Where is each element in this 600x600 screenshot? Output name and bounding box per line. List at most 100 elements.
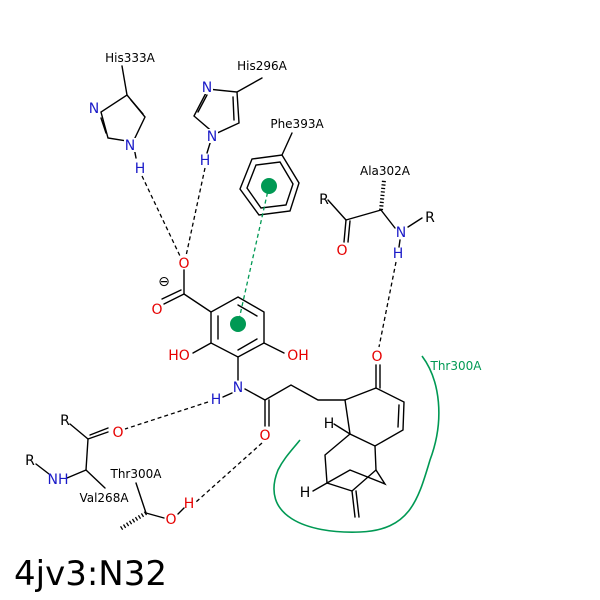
carboxyl-bond: [183, 293, 212, 313]
carboxyl-o2-bond: [163, 293, 185, 305]
ligand: O O ⊖ HO OH N H O O H H: [151, 256, 405, 518]
oh-left-bond: [192, 342, 212, 354]
ring-h2-bond: [312, 482, 328, 492]
his333-n1-bg: [88, 101, 100, 115]
val268-nh: NH: [48, 472, 69, 488]
ligand-ring-double-2: [237, 338, 258, 351]
bridge-ring-b: [326, 469, 387, 486]
his296-h: H: [200, 153, 211, 169]
his333-double-bond-2: [100, 117, 107, 134]
ala302-hashed-wedge: [379, 179, 386, 211]
ala302-r1-bond: [327, 199, 347, 221]
his296-n1: N: [202, 80, 212, 96]
hbond-thr300: [195, 442, 263, 503]
hbond-his333: [141, 175, 181, 257]
val268-co-double: [89, 427, 109, 436]
val268-r2-bond: [35, 463, 50, 475]
val268-co-bond: [87, 431, 109, 440]
phe393-side-chain-bond: [281, 132, 293, 156]
ala302-n-r2-bond: [407, 217, 423, 228]
his333-residue: His333A N N H: [88, 51, 156, 177]
bridge-ring-a: [324, 433, 377, 492]
val268-c-ca-bond: [85, 438, 89, 471]
val268-r1-bond: [69, 423, 89, 440]
hydroxyl-right: OH: [287, 348, 309, 364]
amide-n-c-bond: [244, 388, 266, 401]
ala302-c-ca-bond: [345, 209, 382, 221]
his333-n2-bg: [124, 138, 136, 152]
his333-label: His333A: [105, 51, 156, 65]
amide-n: N: [233, 380, 243, 396]
ala302-h: H: [393, 246, 404, 262]
his296-label: His296A: [237, 59, 288, 73]
hydrogen-bonds: [124, 167, 397, 503]
phe393-label: Phe393A: [270, 117, 324, 131]
thr300-h: H: [184, 496, 195, 512]
his296-n2: N: [207, 129, 217, 145]
ala302-o: O: [336, 243, 347, 259]
val268-ca-n-bond: [66, 469, 87, 479]
val268-side-chain: [85, 469, 106, 489]
negative-charge: ⊖: [158, 274, 170, 290]
hydrophobic-contact-thr300: Thr300A: [273, 355, 483, 533]
val268-r2: R: [25, 453, 35, 469]
val268-o: O: [112, 425, 123, 441]
oh-right-bond: [263, 342, 285, 354]
thr300-co-bond: [145, 512, 165, 519]
his333-h: H: [135, 161, 146, 177]
thr300-label: Thr300A: [110, 467, 163, 481]
amide-nh-bond: [222, 392, 233, 398]
his296-residue: His296A N N H: [193, 59, 288, 169]
val268-r1: R: [60, 413, 70, 429]
his296-n2-bg: [206, 129, 218, 143]
his333-n1: N: [89, 101, 99, 117]
ala302-co-double: [347, 220, 351, 243]
his333-n2: N: [125, 138, 135, 154]
hbond-ala302: [378, 261, 397, 348]
cyclohexenone-double: [397, 404, 400, 428]
hydroxyl-left: HO: [168, 348, 190, 364]
his296-imidazole-ring: [193, 88, 240, 135]
ala302-r1: R: [319, 192, 329, 208]
ketone-o: O: [371, 349, 382, 365]
his296-double-bond: [232, 96, 235, 121]
linker-chain: [264, 384, 346, 401]
his296-double-bond-2: [197, 94, 208, 113]
val268-residue: R O R NH Val268A: [25, 413, 129, 505]
thr300-residue: Thr300A O H: [110, 467, 195, 531]
diagram-title: 4jv3:N32: [14, 554, 167, 594]
carboxylate-o2: O: [151, 302, 162, 318]
ala302-co-bond: [343, 219, 347, 243]
phe393-ring-inner: [246, 161, 294, 209]
methylene-double: [355, 490, 360, 518]
his333-imidazole-ring: [100, 94, 146, 143]
phe393-residue: Phe393A: [239, 117, 324, 216]
hbond-val268: [124, 401, 209, 430]
ring-h1: H: [324, 416, 335, 432]
amide-h: H: [211, 392, 222, 408]
ring-h1-bond: [333, 423, 351, 435]
thr300-contact-label: Thr300A: [430, 359, 483, 373]
ala302-label: Ala302A: [360, 164, 411, 178]
his333-double-bond: [130, 99, 144, 115]
carboxyl-o2-double: [161, 289, 182, 300]
ala302-nh-bond: [398, 239, 401, 248]
amide-o: O: [259, 428, 270, 444]
hydrophobic-arc: [273, 355, 440, 533]
thr300-o: O: [165, 512, 176, 528]
thr300-hashed-wedge: [118, 511, 148, 531]
carboxylate-o1: O: [178, 256, 189, 272]
his296-side-chain-bond: [236, 77, 263, 93]
thr300-cb-bond: [135, 482, 147, 514]
ala302-n: N: [396, 225, 406, 241]
his333-side-chain-bond: [121, 65, 128, 96]
methylene-bond: [351, 490, 356, 518]
ala302-ca-n-bond: [380, 209, 396, 229]
cyclohexenone-ring: [344, 387, 405, 447]
his296-n1-bg: [201, 80, 213, 94]
ring-h2: H: [300, 485, 311, 501]
ligand-ring-double-1: [237, 304, 258, 317]
ala302-residue: Ala302A R O N R H: [319, 164, 435, 262]
thr300-oh-bond: [177, 507, 185, 515]
